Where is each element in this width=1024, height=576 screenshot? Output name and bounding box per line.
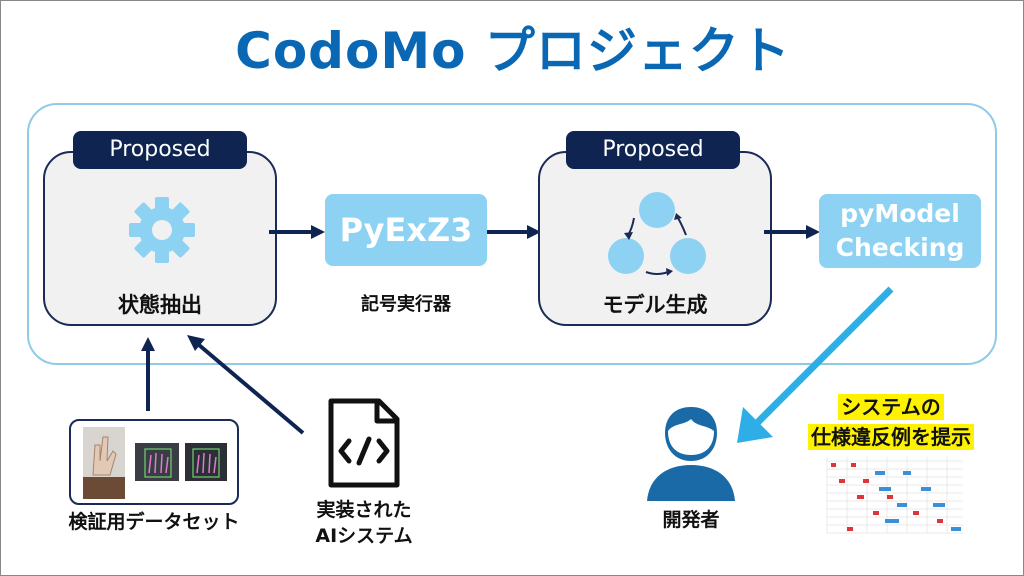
tool-pyexz3: PyExZ3 (325, 194, 487, 266)
arrow-stage1-to-pyexz3 (269, 225, 325, 239)
arrow-dataset-to-stage1 (141, 337, 155, 411)
arrow-stage2-to-pymodel (764, 225, 820, 239)
stage-model-generation: モデル生成 (538, 151, 772, 326)
stage-label-state-extraction: 状態抽出 (118, 293, 202, 317)
dataset-caption: 検証用データセット (68, 511, 240, 533)
code-file-icon (328, 398, 400, 488)
tool-pymodel-line1: pyModel (840, 199, 960, 228)
tool-pyexz3-label: PyExZ3 (339, 211, 473, 249)
output-label: システムの 仕様違反例を提示 (791, 393, 991, 453)
proposed-badge-2: Proposed (566, 131, 740, 169)
implemented-system-caption: 実装された AIシステム (301, 497, 427, 549)
gear-icon (129, 197, 195, 263)
arrow-pymodel-to-developer (737, 286, 894, 443)
cycle-icon (608, 192, 706, 276)
hand-detection-photo-2 (185, 443, 227, 481)
stage-state-extraction: 状態抽出 (43, 151, 277, 326)
proposed-badge-1: Proposed (73, 131, 247, 169)
tool-pymodel-line2: Checking (835, 233, 965, 262)
developer-icon (647, 407, 735, 501)
page-title: CodoMo プロジェクト (235, 22, 791, 80)
arrow-pyexz3-to-stage2 (487, 225, 541, 239)
violation-trace-thumbnail (817, 455, 965, 535)
stage-label-model-generation: モデル生成 (602, 293, 708, 317)
tool-pyexz3-caption: 記号実行器 (361, 294, 451, 315)
tool-pymodel-checking: pyModel Checking (819, 194, 981, 268)
developer-caption: 開発者 (662, 509, 720, 531)
output-line2: 仕様違反例を提示 (808, 424, 974, 450)
hand-photo-icon (83, 427, 125, 499)
implemented-line2: AIシステム (315, 525, 413, 547)
output-line1: システムの (838, 394, 944, 420)
arrow-ai-system-to-stage1 (187, 335, 305, 435)
implemented-line1: 実装された (316, 499, 412, 521)
hand-detection-photo-1 (135, 443, 179, 481)
dataset-images-box (69, 419, 239, 505)
